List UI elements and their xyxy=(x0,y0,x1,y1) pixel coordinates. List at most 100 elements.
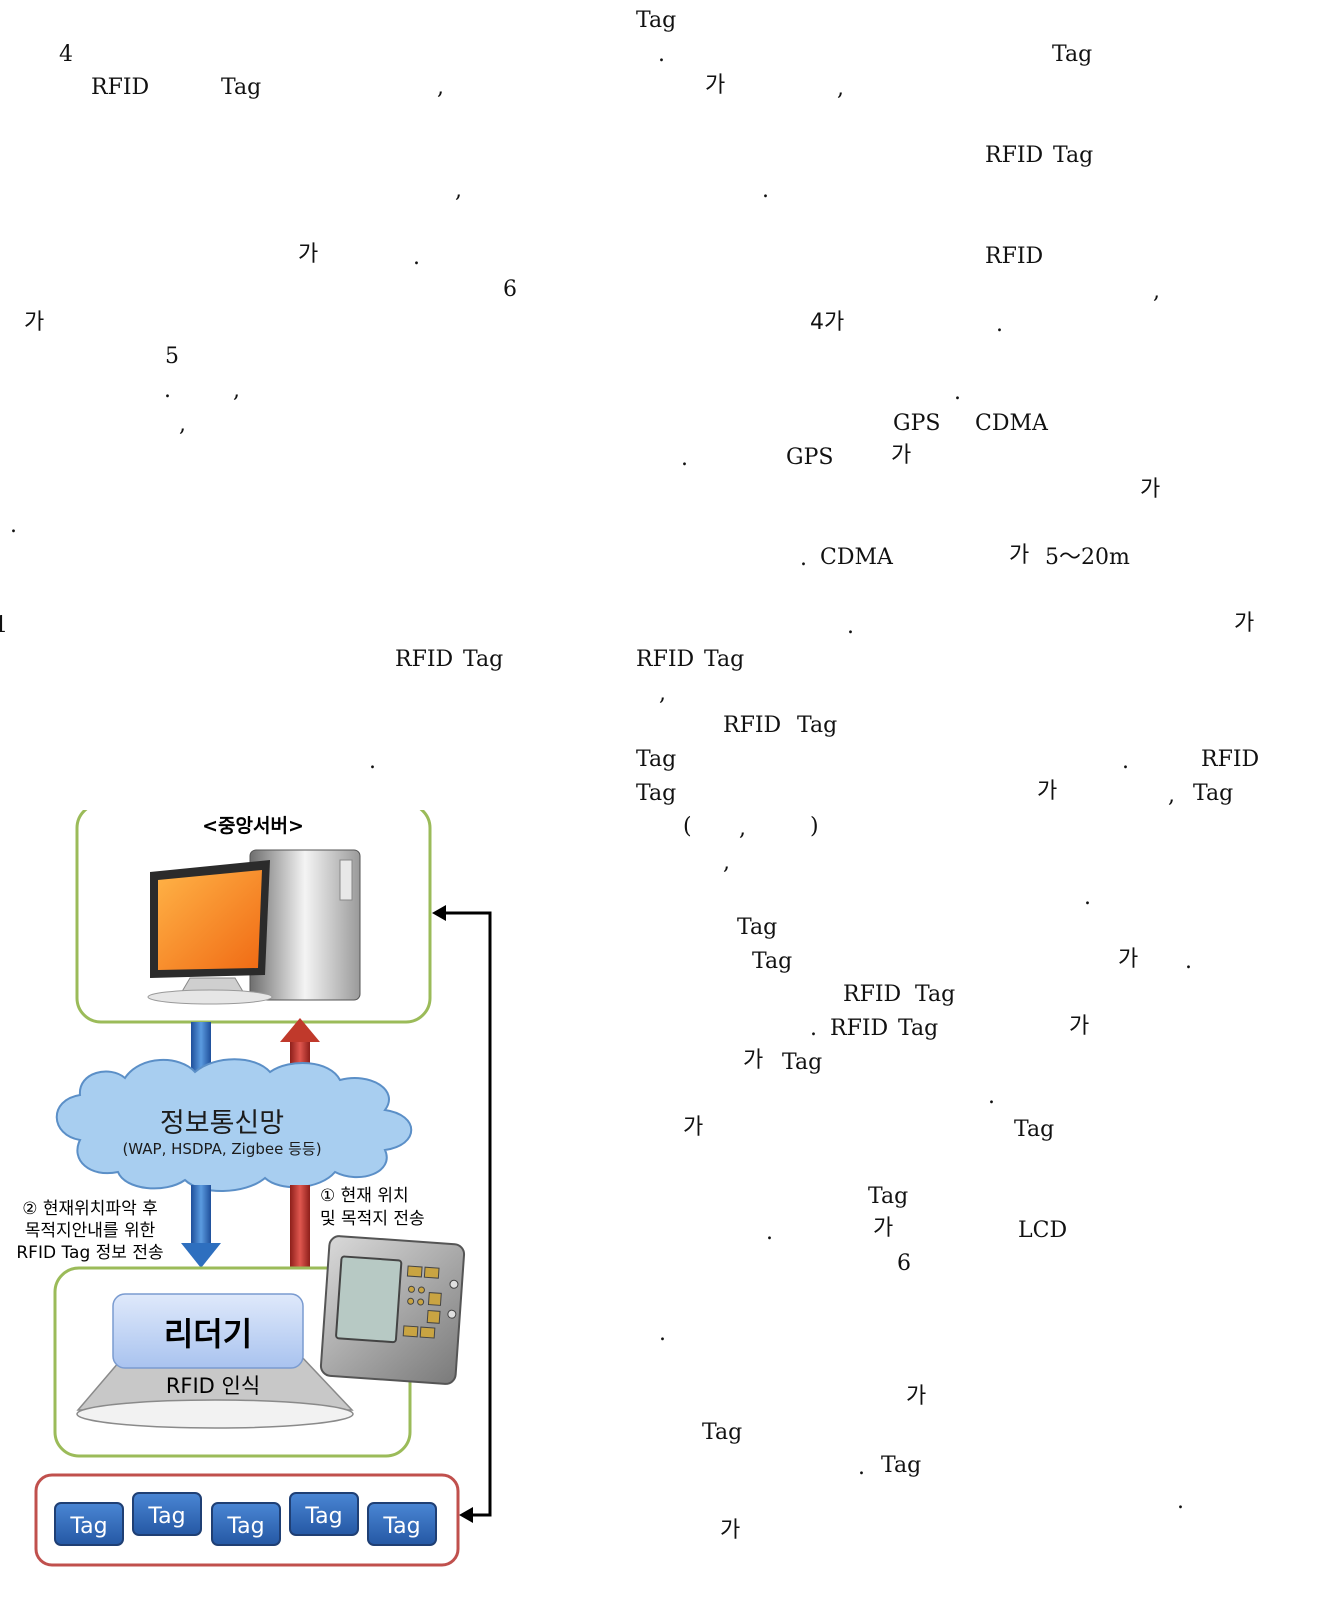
text-fragment: 1 xyxy=(0,613,8,638)
rfid-tag: Tag xyxy=(367,1502,437,1546)
downlink-label-line: 목적지안내를 위한 xyxy=(25,1221,156,1241)
text-fragment: RFID xyxy=(395,647,454,672)
text-fragment: Tag xyxy=(782,1050,823,1075)
text-fragment: 가 xyxy=(873,1216,894,1241)
text-fragment: Tag xyxy=(463,647,504,672)
computer-icon xyxy=(147,849,361,1005)
text-fragment: 가 xyxy=(891,443,912,468)
text-fragment: LCD xyxy=(1018,1218,1068,1243)
text-fragment: . xyxy=(766,1220,773,1245)
text-fragment: . xyxy=(988,1084,995,1109)
network-subtitle: (WAP, HSDPA, Zigbee 등등) xyxy=(122,1140,321,1158)
central-server-box: <중앙서버> xyxy=(75,810,432,1024)
text-fragment: 가 xyxy=(24,310,45,335)
text-fragment: RFID xyxy=(985,143,1044,168)
rfid-tag: Tag xyxy=(132,1492,202,1536)
text-fragment: RFID xyxy=(843,982,902,1007)
text-fragment: , xyxy=(659,681,666,706)
text-fragment: . xyxy=(1185,949,1192,974)
text-fragment: Tag xyxy=(1052,42,1093,67)
text-fragment: . xyxy=(413,245,420,270)
text-fragment: , xyxy=(437,75,444,100)
text-fragment: 가 xyxy=(1069,1014,1090,1039)
tag-group-box: Tag Tag Tag Tag Tag xyxy=(34,1473,460,1567)
text-fragment: GPS xyxy=(786,445,834,470)
text-fragment: Tag xyxy=(636,747,677,772)
text-fragment: , xyxy=(1153,279,1160,304)
text-fragment: Tag xyxy=(737,915,778,940)
tag-label: Tag xyxy=(69,1514,107,1539)
text-fragment: 가 xyxy=(743,1048,764,1073)
text-fragment: . xyxy=(369,749,376,774)
text-fragment: RFID xyxy=(985,244,1044,269)
navigation-device-icon xyxy=(319,1235,466,1385)
text-fragment: ( xyxy=(683,814,692,839)
text-fragment: . xyxy=(800,546,807,571)
text-fragment: 가 xyxy=(1140,477,1161,502)
text-fragment: 가 xyxy=(1234,611,1255,636)
text-fragment: RFID xyxy=(91,75,150,100)
text-fragment: CDMA xyxy=(820,545,893,570)
text-fragment: . xyxy=(762,178,769,203)
downlink-label: ② 현재위치파악 후 목적지안내를 위한 RFID Tag 정보 전송 xyxy=(16,1199,163,1263)
text-fragment: Tag xyxy=(1014,1117,1055,1142)
text-fragment: , xyxy=(739,816,746,841)
text-fragment: , xyxy=(233,378,240,403)
text-fragment: Tag xyxy=(898,1016,939,1041)
text-fragment: 가 xyxy=(1118,947,1139,972)
text-fragment: RFID xyxy=(636,647,695,672)
text-fragment: , xyxy=(837,76,844,101)
uplink-label-line: 및 목적지 전송 xyxy=(320,1209,425,1229)
feedback-connector xyxy=(432,905,492,1523)
text-fragment: Tag xyxy=(1193,781,1234,806)
text-fragment: . xyxy=(1122,749,1129,774)
uplink-label-line: ① 현재 위치 xyxy=(320,1186,409,1206)
uplink-arrow-bottom xyxy=(290,1185,310,1267)
text-fragment: . xyxy=(847,614,854,639)
rfid-tag: Tag xyxy=(289,1492,359,1536)
text-fragment: 가 xyxy=(705,73,726,98)
text-fragment: Tag xyxy=(752,949,793,974)
text-fragment: . xyxy=(1177,1489,1184,1514)
system-diagram: <중앙서버> 정보통신망 (WAP, HSDPA, Zigbee 등등) ② xyxy=(16,810,492,1567)
text-fragment: , xyxy=(1168,783,1175,808)
text-fragment: Tag xyxy=(704,647,745,672)
rfid-recognition-label: RFID 인식 xyxy=(166,1374,260,1398)
text-fragment: 6 xyxy=(897,1251,911,1276)
text-fragment: . xyxy=(858,1455,865,1480)
text-fragment: 가 xyxy=(1009,543,1030,568)
rfid-tag: Tag xyxy=(54,1502,124,1546)
text-fragment: , xyxy=(723,850,730,875)
downlink-arrow-bottom xyxy=(181,1185,221,1268)
text-fragment: Tag xyxy=(636,781,677,806)
text-fragment: . xyxy=(164,378,171,403)
text-fragment: 6 xyxy=(503,277,517,302)
text-fragment: . xyxy=(10,513,17,538)
text-fragment: Tag xyxy=(881,1453,922,1478)
tag-label: Tag xyxy=(382,1514,420,1539)
text-fragment: Tag xyxy=(868,1184,909,1209)
text-fragment: 가 xyxy=(683,1115,704,1140)
text-fragment: 가 xyxy=(906,1384,927,1409)
text-fragment: Tag xyxy=(702,1420,743,1445)
text-fragment: Tag xyxy=(636,8,677,33)
text-fragment: . xyxy=(996,312,1003,337)
text-fragment: GPS xyxy=(893,411,941,436)
text-fragment: 가 xyxy=(298,242,319,267)
text-fragment: . xyxy=(658,42,665,67)
text-fragment: 가 xyxy=(720,1518,741,1543)
text-fragment: . xyxy=(1084,885,1091,910)
text-fragment: 4가 xyxy=(810,310,845,335)
text-fragment: Tag xyxy=(221,75,262,100)
text-fragment: 5 xyxy=(165,344,179,369)
text-fragment: Tag xyxy=(915,982,956,1007)
text-fragment: Tag xyxy=(1053,143,1094,168)
tag-label: Tag xyxy=(304,1504,342,1529)
tag-label: Tag xyxy=(226,1514,264,1539)
downlink-label-line: ② 현재위치파악 후 xyxy=(22,1199,158,1219)
network-title: 정보통신망 xyxy=(160,1108,284,1139)
text-fragment: RFID xyxy=(830,1016,889,1041)
text-fragment: Tag xyxy=(797,713,838,738)
server-title: <중앙서버> xyxy=(202,815,304,837)
network-cloud: 정보통신망 (WAP, HSDPA, Zigbee 등등) xyxy=(55,1058,413,1192)
